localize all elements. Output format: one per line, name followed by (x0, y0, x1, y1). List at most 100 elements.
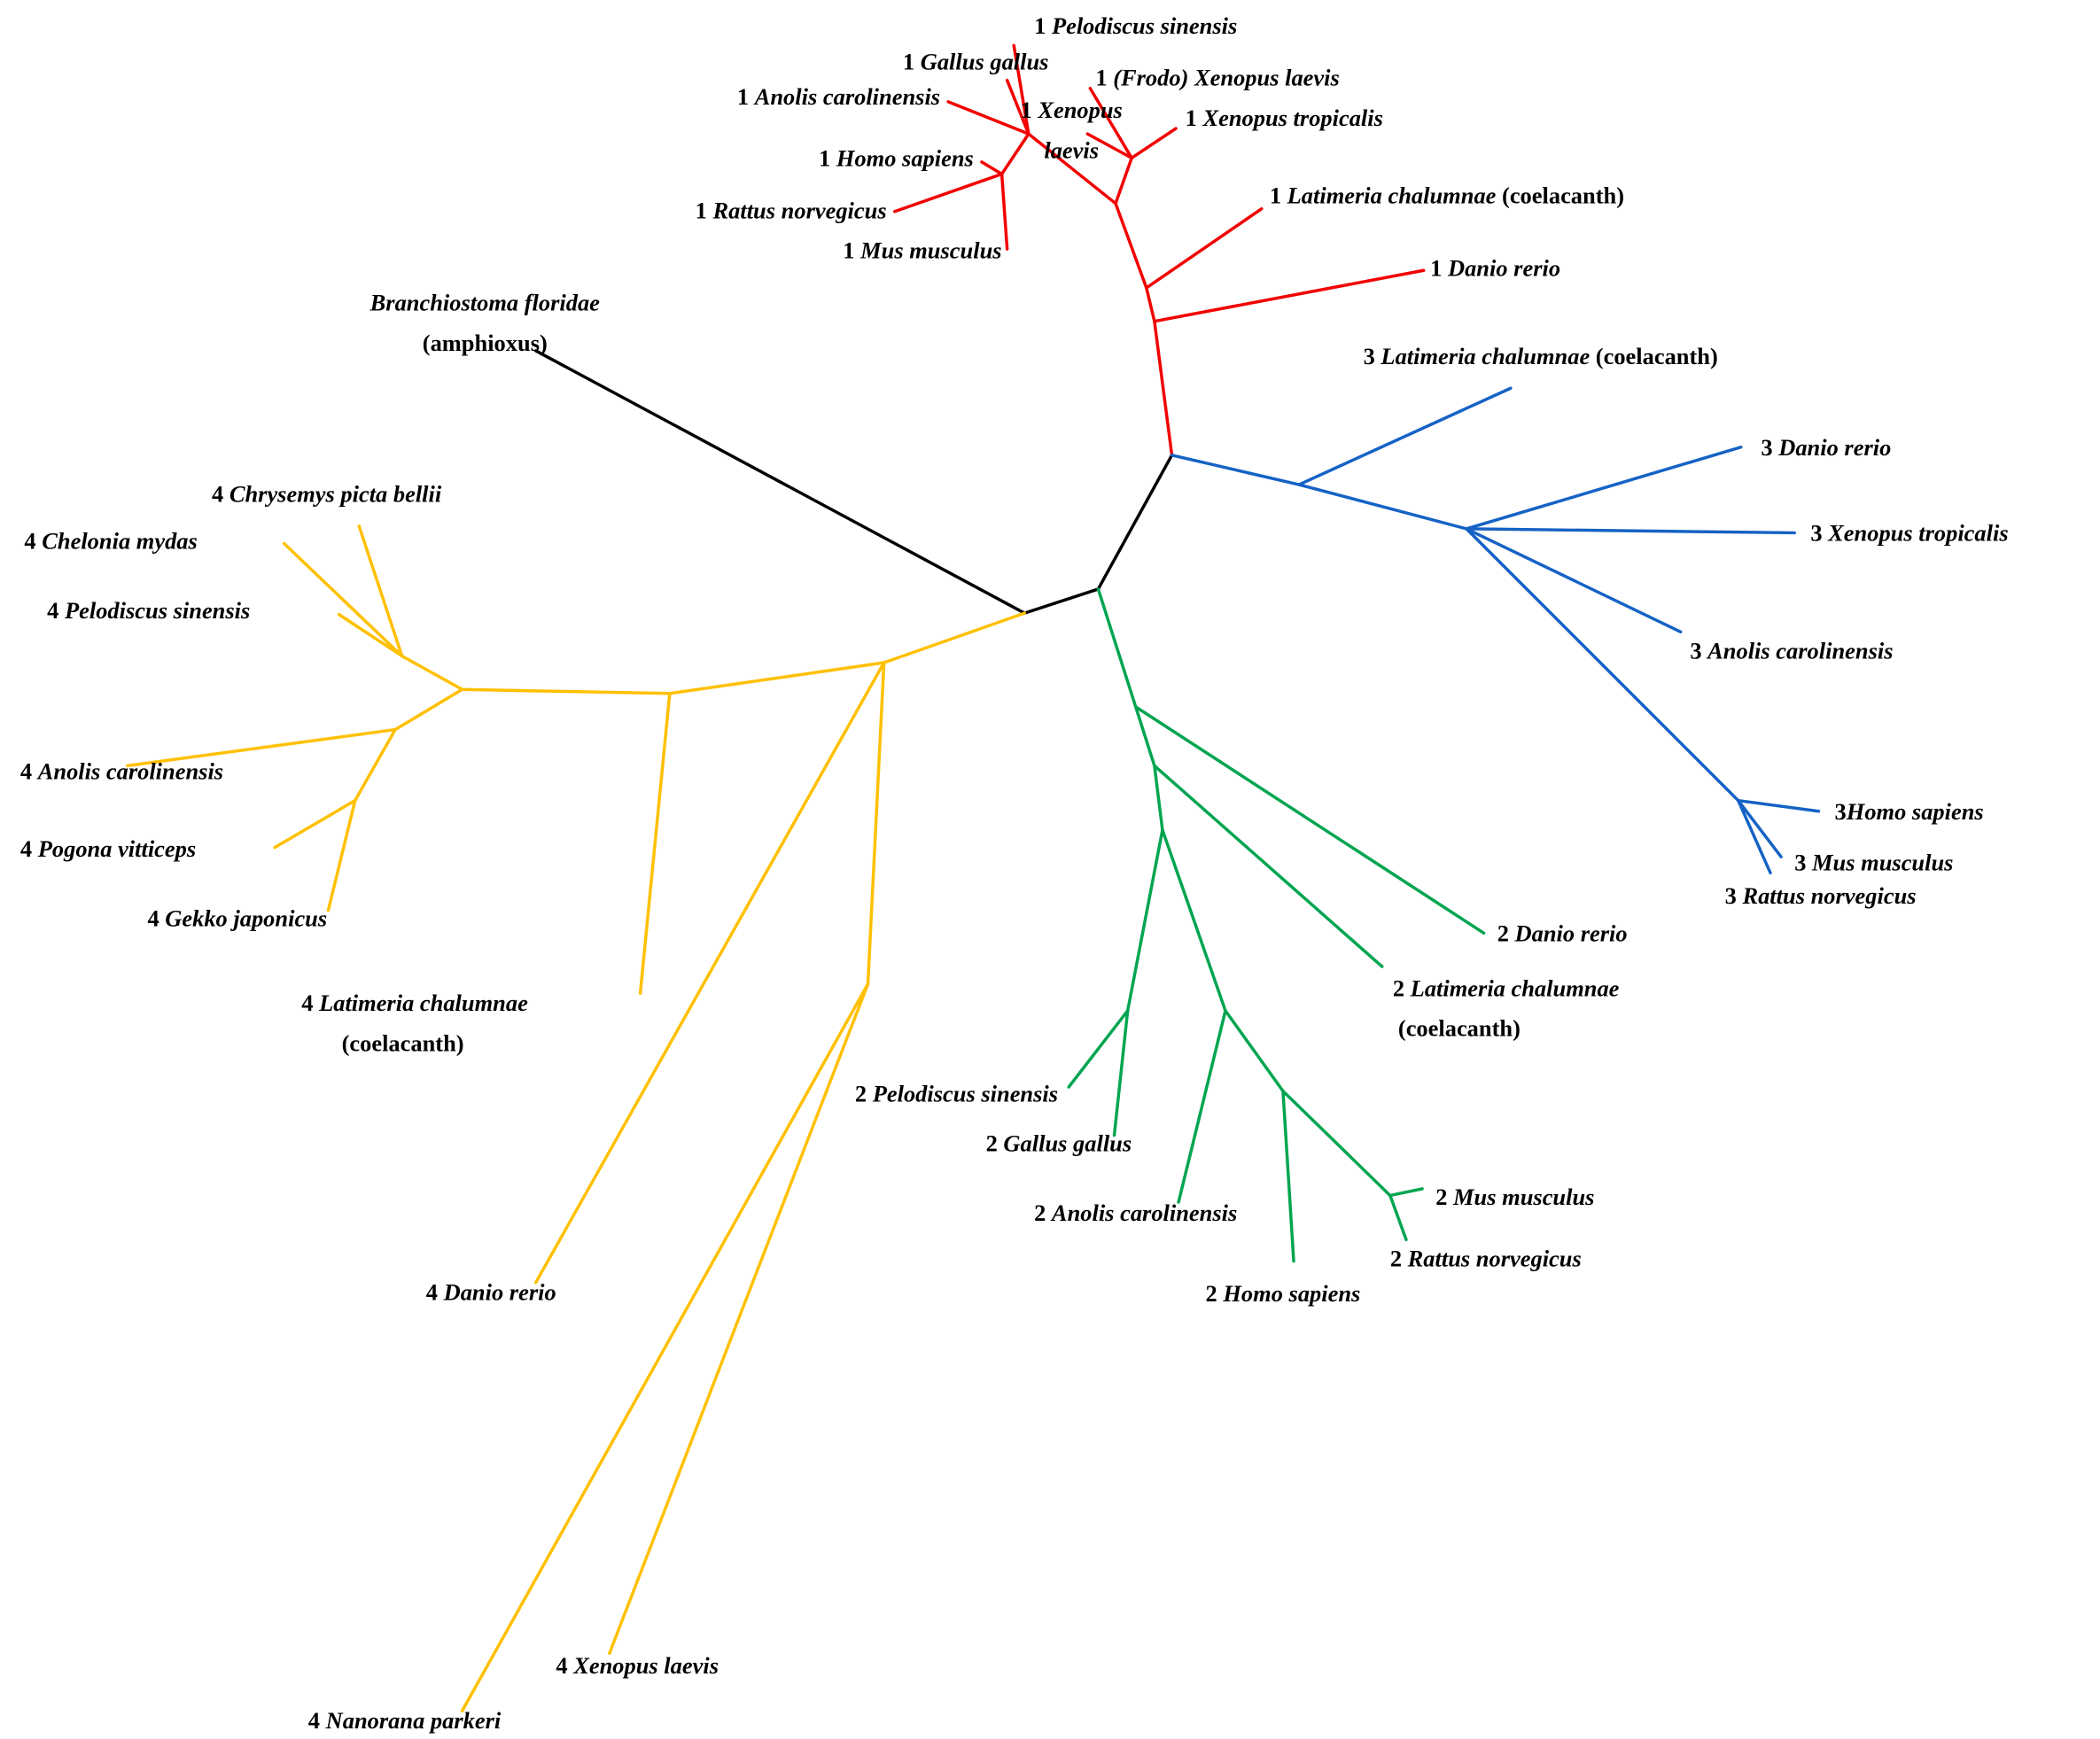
tree-branch-group1 (1114, 201, 1148, 290)
tree-branch-group1 (892, 172, 1004, 213)
taxon-label-2-danio-rerio: 2 Danio rerio (1497, 920, 1628, 946)
tree-branch-group4 (608, 982, 870, 1656)
taxon-label-4-gekko-japonicus: 4 Gekko japonicus (147, 905, 327, 932)
taxon-label-4-chelonia-mydas: 4 Chelonia mydas (24, 528, 197, 555)
tree-branch-outgroup (533, 349, 1027, 615)
tree-branch-group1 (1153, 319, 1174, 457)
tree-branch-group2 (1388, 1193, 1408, 1242)
tree-branch-group4 (533, 661, 886, 1285)
tree-branch-group2 (1133, 705, 1156, 768)
taxon-label-4-latimeria-chalumnae: 4 Latimeria chalumnae(coelacanth) (301, 990, 528, 1056)
tree-branch-group1 (1012, 43, 1031, 136)
tree-branch-group4 (460, 687, 672, 695)
tree-branch-group2 (1224, 1009, 1285, 1093)
tree-branch-group1 (980, 160, 1004, 176)
taxon-label-2-rattus-norvegicus: 2 Rattus norvegicus (1390, 1246, 1582, 1272)
tree-branch-group1 (946, 100, 1031, 136)
tree-branch-group1 (999, 172, 1009, 251)
tree-branch-group3 (1465, 527, 1683, 634)
taxon-label-3-homo-sapiens: 3Homo sapiens (1835, 798, 1984, 825)
tree-branch-group4 (337, 612, 404, 658)
taxon-label-3-rattus-norvegicus: 3 Rattus norvegicus (1725, 882, 1917, 909)
tree-branch-group4 (638, 692, 672, 996)
taxon-label-1-danio-rerio: 1 Danio rerio (1430, 254, 1560, 281)
taxon-label-2-pelodiscus-sinensis: 2 Pelodiscus sinensis (855, 1081, 1058, 1107)
tree-branch-group1 (1145, 207, 1264, 290)
taxon-label-2-homo-sapiens: 2 Homo sapiens (1206, 1280, 1361, 1307)
taxon-label-1-mus-musculus: 1 Mus musculus (843, 237, 1001, 264)
taxon-label-1-anolis-carolinensis: 1 Anolis carolinensis (737, 83, 940, 110)
tree-branch-group1 (1088, 86, 1133, 160)
taxon-label-2-anolis-carolinensis: 2 Anolis carolinensis (1034, 1199, 1237, 1226)
taxon-label-2-mus-musculus: 2 Mus musculus (1435, 1184, 1594, 1210)
taxon-label-2-latimeria-chalumnae: 2 Latimeria chalumnae(coelacanth) (1393, 974, 1620, 1041)
tree-branch-group2 (1153, 764, 1164, 832)
tree-branch-group3 (1465, 527, 1796, 535)
tree-branch-group3 (1736, 798, 1772, 875)
tree-branch-group4 (393, 687, 464, 732)
tree-branch-group1 (1114, 156, 1133, 206)
tree-branch-group1 (1153, 268, 1426, 323)
tree-branch-group2 (1161, 828, 1227, 1013)
tree-branch-group3 (1170, 454, 1301, 486)
taxon-label-2-gallus-gallus: 2 Gallus gallus (986, 1130, 1132, 1157)
taxon-label-1-latimeria-chalumnae: 1 Latimeria chalumnae (coelacanth) (1270, 182, 1624, 209)
tree-branch-group4 (353, 727, 397, 803)
taxon-label-1-rattus-norvegicus: 1 Rattus norvegicus (696, 197, 887, 223)
tree-branch-group2 (1133, 705, 1486, 935)
tree-branch-group4 (668, 661, 886, 695)
tree-branch-group2 (1067, 1009, 1130, 1089)
tree-branch-group1 (1027, 132, 1117, 206)
taxon-label-1-homo-sapiens: 1 Homo sapiens (819, 144, 974, 171)
tree-branch-group4 (357, 524, 404, 658)
taxon-label-4-pogona-vitticeps: 4 Pogona vitticeps (20, 835, 196, 862)
tree-branch-group1 (1085, 132, 1133, 160)
tree-branch-group4 (126, 727, 397, 768)
tree-branch-group4 (866, 661, 886, 986)
tree-branch-group2 (1125, 828, 1164, 1013)
taxon-label-1-gallus-gallus: 1 Gallus gallus (903, 49, 1049, 75)
taxon-label-1-pelodiscus-sinensis: 1 Pelodiscus sinensis (1034, 12, 1237, 39)
taxon-label-4-anolis-carolinensis: 4 Anolis carolinensis (20, 757, 223, 784)
tree-branch-group4 (282, 541, 404, 658)
taxon-label-3-mus-musculus: 3 Mus musculus (1794, 849, 1953, 875)
taxon-label-branchiostoma-floridae-amphioxus: Branchiostoma floridae(amphioxus) (369, 290, 601, 356)
tree-branch-group2 (1281, 1089, 1295, 1263)
tree-branch-group1 (999, 132, 1031, 176)
tree-branch-group3 (1736, 798, 1821, 813)
taxon-label-3-latimeria-chalumnae: 3 Latimeria chalumnae (coelacanth) (1364, 343, 1718, 369)
taxon-label-3-anolis-carolinensis: 3 Anolis carolinensis (1690, 637, 1893, 664)
tree-branch-group1 (1005, 78, 1031, 136)
taxon-label-1-xenopus-tropicalis: 1 Xenopus tropicalis (1186, 105, 1383, 131)
tree-branch-group4 (460, 982, 870, 1713)
taxon-label-3-danio-rerio: 3 Danio rerio (1761, 434, 1891, 461)
tree-branch-group4 (400, 654, 464, 691)
tree-branch-group2 (1281, 1089, 1392, 1198)
tree-branch-group3 (1297, 483, 1468, 531)
tree-branch-group3 (1465, 527, 1740, 803)
tree-branch-group1 (1145, 286, 1156, 323)
tree-branch-group2 (1112, 1009, 1130, 1137)
tree-branch-group2 (1388, 1187, 1424, 1198)
taxon-label-4-xenopus-laevis: 4 Xenopus laevis (556, 1652, 719, 1679)
taxon-label-4-danio-rerio: 4 Danio rerio (426, 1278, 556, 1305)
tree-branch-group2 (1177, 1009, 1227, 1204)
tree-branch-group3 (1736, 798, 1783, 858)
taxon-label-4-nanorana-parkeri: 4 Nanorana parkeri (308, 1707, 502, 1734)
taxon-label-4-pelodiscus-sinensis: 4 Pelodiscus sinensis (47, 597, 250, 624)
tree-branch-group3 (1465, 445, 1743, 531)
tree-branch-outgroup (1096, 454, 1174, 591)
tree-branch-group2 (1096, 587, 1138, 709)
tree-branch-outgroup (1023, 587, 1101, 615)
taxon-label-3-xenopus-tropicalis: 3 Xenopus tropicalis (1810, 520, 2008, 547)
taxon-label-1-frodo-xenopus-laevis: 1 (Frodo) Xenopus laevis (1095, 65, 1339, 91)
tree-branch-group1 (1130, 127, 1178, 160)
tree-branch-group3 (1297, 386, 1513, 486)
tree-branch-group4 (882, 611, 1027, 664)
taxon-label-4-chrysemys-picta-bellii: 4 Chrysemys picta bellii (212, 481, 442, 508)
tree-branch-group4 (273, 798, 357, 850)
tree-branch-group2 (1153, 764, 1384, 968)
